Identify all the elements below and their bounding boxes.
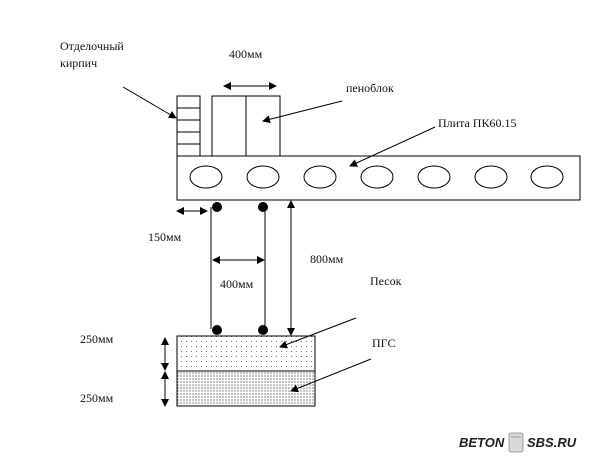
sand-layer <box>176 335 316 372</box>
slab-pk60-15 <box>176 155 581 201</box>
slab-leader-arrow <box>349 126 436 167</box>
pgs-layer-label: 250мм <box>80 391 114 405</box>
watermark-right: SBS.RU <box>527 435 577 450</box>
rebar-dot <box>258 325 268 335</box>
support-columns <box>210 202 268 335</box>
watermark-left: BETON <box>459 435 505 450</box>
rebar-dot <box>258 202 268 212</box>
brick-label-line1: Отделочный <box>60 39 124 53</box>
pgs-leader-arrow <box>290 358 372 393</box>
slab-label: Плита ПК60.15 <box>438 116 516 130</box>
brick-label-line2: кирпич <box>60 56 97 70</box>
sand-label: Песок <box>370 274 402 288</box>
sand-leader-arrow <box>279 317 357 349</box>
pgs-label: ПГС <box>372 336 395 350</box>
pile-height-label: 800мм <box>310 252 344 266</box>
pgs-layer <box>176 370 316 407</box>
watermark: BETON SBS.RU <box>459 432 577 453</box>
column-spacing-label: 400мм <box>220 277 254 291</box>
rebar-dot <box>212 325 222 335</box>
block-label: пеноблок <box>346 81 394 95</box>
finishing-brick <box>176 95 201 157</box>
rebar-dot <box>212 202 222 212</box>
bag-icon <box>508 432 524 453</box>
overhang-label: 150мм <box>148 230 182 244</box>
block-width-label: 400мм <box>229 47 263 61</box>
sand-layer-label: 250мм <box>80 332 114 346</box>
foam-block <box>211 95 281 157</box>
block-leader-arrow <box>262 100 343 124</box>
brick-leader-arrow <box>122 86 177 119</box>
